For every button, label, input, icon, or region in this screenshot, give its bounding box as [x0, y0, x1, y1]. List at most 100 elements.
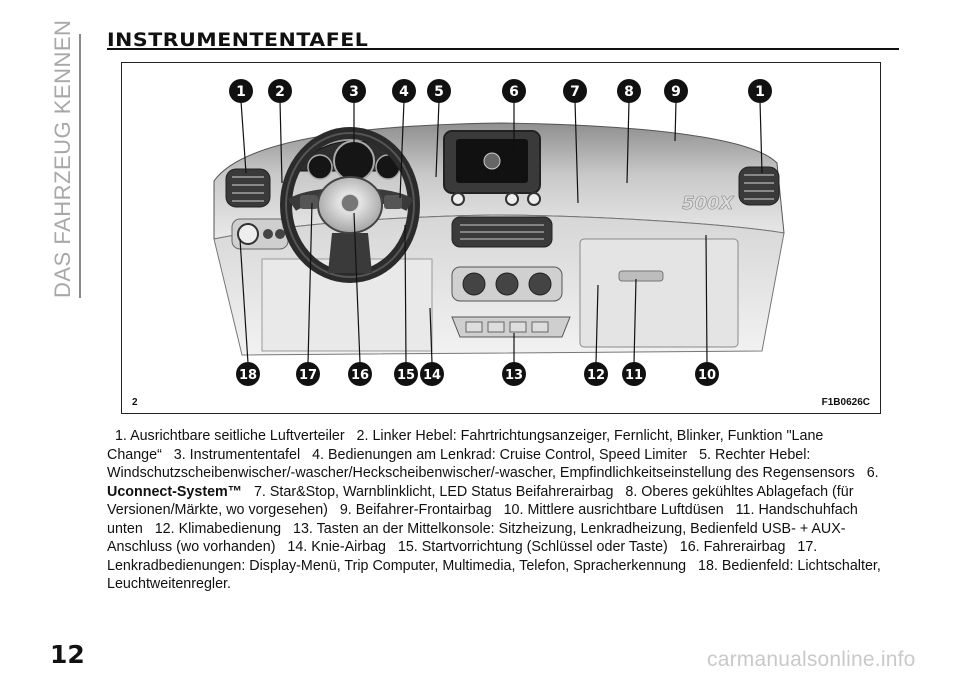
callout-7: 7 [563, 79, 587, 103]
legend-number: 5. [699, 446, 716, 463]
svg-text:12: 12 [587, 368, 605, 383]
figure-code: F1B0626C [822, 397, 870, 408]
callout-9: 9 [664, 79, 688, 103]
legend-number: 8. [625, 483, 642, 500]
legend-text: Mittlere ausrichtbare Luftdüsen [527, 502, 724, 518]
legend-text: Ausrichtbare seitliche Luftverteiler [130, 428, 345, 444]
callouts-top: 1 2 3 4 5 6 7 8 9 1 [229, 79, 772, 103]
legend-number: 16. [679, 539, 704, 555]
legend-item: 6. Uconnect-System™ [107, 465, 879, 500]
legend-number: 3. [173, 446, 190, 463]
steering-wheel [280, 127, 420, 283]
svg-text:14: 14 [423, 368, 441, 383]
svg-text:3: 3 [349, 84, 359, 100]
legend-item: 5. Rechter Hebel: Windschutzscheibenwisc… [107, 447, 855, 482]
section-title: INSTRUMENTENTAFEL [107, 29, 369, 51]
legend-text: Instrumententafel [189, 446, 301, 463]
legend-text: Beifahrer-Frontairbag [355, 502, 492, 518]
svg-text:11: 11 [625, 368, 643, 383]
chapter-title: DAS FAHRZEUG KENNEN [50, 19, 75, 298]
callout-17: 17 [296, 362, 320, 386]
callout-14: 14 [420, 362, 444, 386]
legend-text: Bedienfeld: Lichtschalter, Leuchtweitenr… [107, 557, 881, 593]
legend-item: 15. Startvorrichtung (Schlüssel oder Tas… [398, 539, 668, 555]
legend-text: Startvorrichtung (Schlüssel oder Taste) [421, 539, 668, 555]
legend-text: Uconnect-System™ [107, 483, 243, 500]
page-number: 12 [50, 640, 85, 669]
legend-item: 3. Instrumententafel [174, 447, 300, 463]
svg-text:18: 18 [239, 368, 257, 383]
glovebox-lower [579, 238, 739, 348]
legend-item: 9. Beifahrer-Frontairbag [340, 502, 492, 518]
svg-text:16: 16 [351, 368, 369, 383]
callout-3: 3 [342, 79, 366, 103]
legend-item: 16. Fahrerairbag [680, 539, 786, 555]
legend-item: 14. Knie-Airbag [287, 539, 386, 555]
callout-12: 12 [584, 362, 608, 386]
dashboard-figure: 500X 1 2 3 4 [121, 62, 881, 414]
svg-text:8: 8 [624, 84, 634, 100]
legend-number: 12. [154, 520, 179, 537]
left-side-vent [225, 168, 271, 208]
svg-text:7: 7 [570, 84, 580, 100]
svg-text:1: 1 [755, 84, 765, 100]
legend-item: 11. Handschuhfach unten [107, 502, 858, 537]
legend-item: 13. Tasten an der Mittelkonsole: Sitzhei… [107, 521, 846, 556]
legend-item: 1. Ausrichtbare seitliche Luftverteiler [107, 428, 345, 444]
callout-8: 8 [617, 79, 641, 103]
callout-11: 11 [622, 362, 646, 386]
callouts-bottom: 18 17 16 15 14 13 12 11 10 [236, 362, 719, 386]
right-side-vent [738, 166, 780, 206]
legend-text: Oberes gekühltes Ablagefach (für Version… [107, 483, 854, 519]
legend-item: 7. Star&Stop, Warnblinklicht, LED Status… [254, 484, 613, 500]
callout-16: 16 [348, 362, 372, 386]
svg-text:10: 10 [698, 368, 716, 383]
legend-text: Star&Stop, Warnblinklicht, LED Status Be… [269, 483, 614, 500]
legend-text: Rechter Hebel: Windschutzscheibenwischer… [107, 446, 855, 482]
legend-item: 4. Bedienungen am Lenkrad: Cruise Contro… [312, 447, 687, 463]
legend-text: Lenkradbedienungen: Display-Menü, Trip C… [107, 557, 687, 574]
legend-number: 11. [735, 502, 759, 518]
figure-number: 2 [132, 397, 138, 408]
legend-number: 17. [797, 539, 818, 555]
legend-number: 1. [107, 428, 131, 444]
console-buttons [451, 316, 571, 338]
legend-text: Tasten an der Mittelkonsole: Sitzheizung… [107, 520, 846, 556]
svg-text:1: 1 [236, 84, 246, 100]
callout-2: 2 [268, 79, 292, 103]
svg-text:6: 6 [509, 84, 519, 100]
legend-number: 10. [503, 502, 528, 518]
section-title-rule [107, 48, 899, 50]
figure-legend: 1. Ausrichtbare seitliche Luftverteiler … [107, 427, 899, 594]
svg-text:4: 4 [399, 84, 409, 100]
callout-15: 15 [394, 362, 418, 386]
legend-text: Knie-Airbag [311, 539, 386, 555]
svg-text:15: 15 [397, 368, 415, 383]
legend-item: 2. Linker Hebel: Fahrtrichtungsanzeiger,… [107, 428, 823, 463]
uconnect-screen [443, 130, 541, 206]
legend-number: 2. [356, 428, 373, 444]
legend-number: 14. [287, 539, 312, 555]
center-vents [451, 216, 553, 248]
legend-item: 8. Oberes gekühltes Ablagefach (für Vers… [107, 484, 853, 519]
callout-6: 6 [502, 79, 526, 103]
svg-text:9: 9 [671, 84, 681, 100]
legend-number: 9. [339, 502, 356, 518]
brand-badge: 500X [682, 193, 735, 214]
legend-text: Klimabedienung [178, 520, 282, 537]
callout-13: 13 [502, 362, 526, 386]
legend-number: 18. [698, 557, 722, 574]
legend-item: 12. Klimabedienung [155, 521, 281, 537]
light-switch-panel [231, 218, 289, 250]
chapter-rule [79, 34, 81, 298]
glovebox-handle [618, 270, 664, 282]
watermark: carmanualsonline.info [707, 648, 916, 671]
callout-5: 5 [427, 79, 451, 103]
legend-item: 18. Bedienfeld: Lichtschalter, Leuchtwei… [107, 558, 881, 593]
legend-text: Fahrerairbag [703, 539, 786, 555]
callout-1-right: 1 [748, 79, 772, 103]
legend-number: 6. [866, 465, 879, 481]
callout-18: 18 [236, 362, 260, 386]
svg-text:5: 5 [434, 84, 444, 100]
legend-number: 4. [312, 446, 328, 463]
